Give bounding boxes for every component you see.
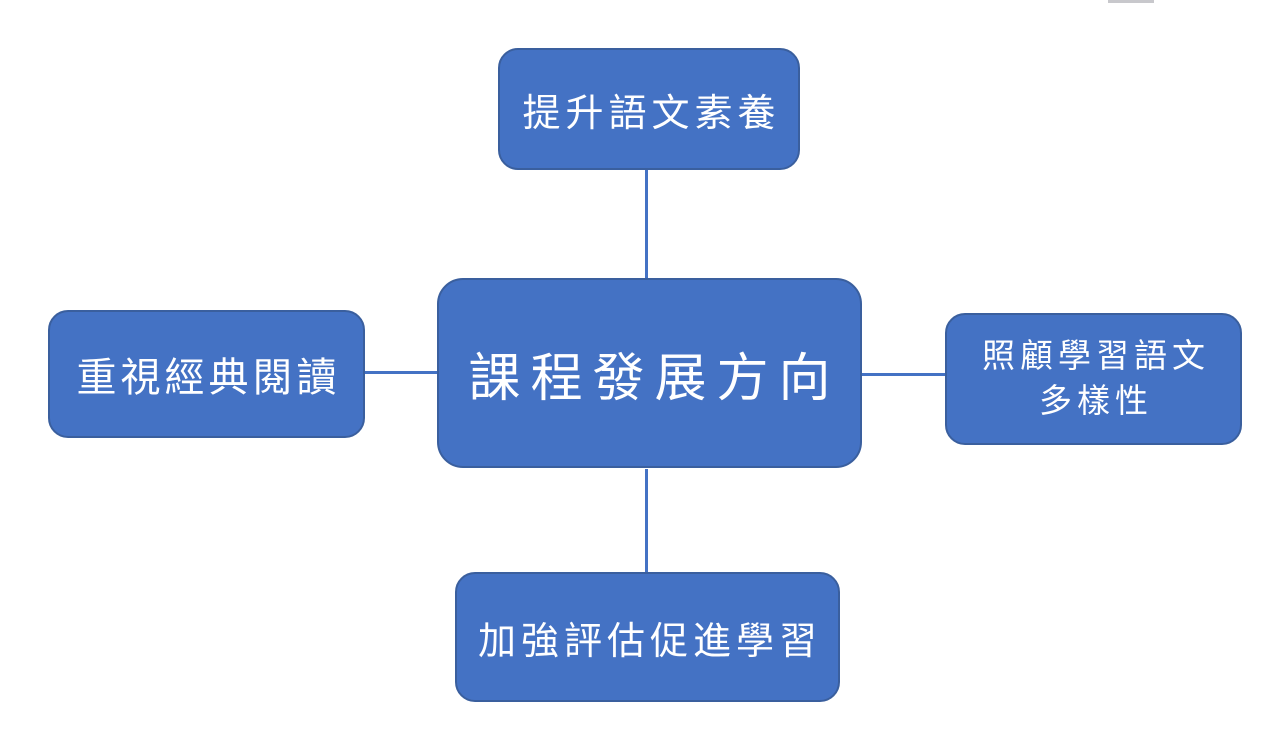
node-center: 課程發展方向 <box>437 278 862 468</box>
connector-center-to-left <box>365 371 437 374</box>
connector-center-to-right <box>862 373 945 376</box>
top-edge-artifact <box>1108 0 1154 3</box>
node-left: 重視經典閱讀 <box>48 310 365 438</box>
node-right: 照顧學習語文 多樣性 <box>945 313 1242 445</box>
node-center-label: 課程發展方向 <box>468 348 841 409</box>
node-top: 提升語文素養 <box>498 48 800 170</box>
node-right-label-line2: 多樣性 <box>1039 381 1153 420</box>
node-right-label-line1: 照顧學習語文 <box>982 336 1210 376</box>
connector-center-to-top <box>645 170 648 278</box>
node-left-label: 重視經典閱讀 <box>76 355 341 401</box>
node-top-label: 提升語文素養 <box>522 90 781 135</box>
node-bottom: 加強評估促進學習 <box>455 572 840 702</box>
connector-center-to-bottom <box>645 469 648 572</box>
node-bottom-label: 加強評估促進學習 <box>477 618 822 663</box>
